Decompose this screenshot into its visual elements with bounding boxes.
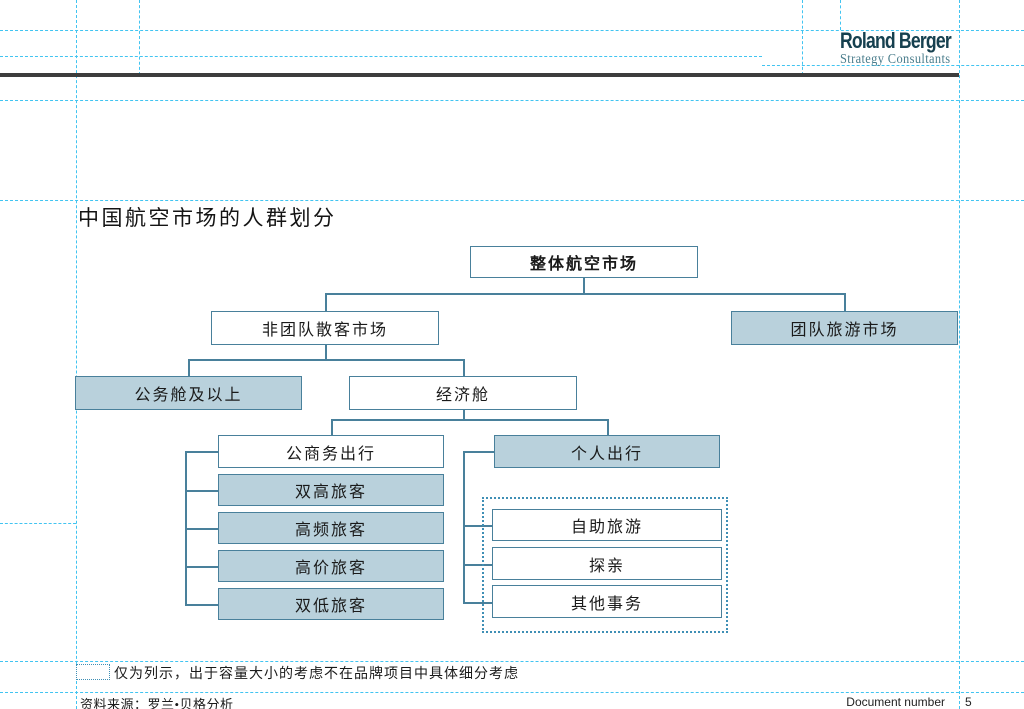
roland-berger-logo: Roland Berger Strategy Consultants xyxy=(840,28,1024,67)
connector-line xyxy=(325,293,845,295)
connector-line xyxy=(325,345,327,361)
node-label: 高价旅客 xyxy=(294,560,367,577)
connector-line xyxy=(185,490,218,492)
node-segment-visit-family: 探亲 xyxy=(492,547,722,580)
node-economy-class: 经济舱 xyxy=(349,376,577,410)
node-personal-travel: 个人出行 xyxy=(494,435,720,468)
node-label: 探亲 xyxy=(588,557,625,575)
connector-line xyxy=(607,419,609,435)
connector-line xyxy=(463,602,492,604)
connector-line xyxy=(463,451,494,453)
node-business-travel: 公商务出行 xyxy=(218,435,444,468)
guide-line-horizontal xyxy=(0,56,762,57)
guide-line-vertical xyxy=(840,0,841,30)
node-segment-double-low: 双低旅客 xyxy=(218,588,444,620)
connector-line xyxy=(463,525,492,527)
connector-line xyxy=(463,451,465,604)
connector-line xyxy=(185,604,218,606)
connector-line xyxy=(463,410,465,421)
guide-line-horizontal xyxy=(0,661,1024,662)
node-segment-double-high: 双高旅客 xyxy=(218,474,444,506)
guide-line-horizontal xyxy=(0,200,1024,201)
guide-line-horizontal xyxy=(0,523,76,524)
node-label: 公商务出行 xyxy=(285,445,376,463)
node-label: 高频旅客 xyxy=(294,522,367,539)
connector-line xyxy=(185,528,218,530)
connector-line xyxy=(583,278,585,294)
logo-tagline: Strategy Consultants xyxy=(840,51,951,67)
connector-line xyxy=(325,293,327,311)
header-divider-rule xyxy=(0,73,959,77)
node-label: 双高旅客 xyxy=(294,484,367,501)
connector-line xyxy=(188,359,464,361)
node-label: 整体航空市场 xyxy=(529,256,638,273)
connector-line xyxy=(331,419,333,435)
page-title: 中国航空市场的人群划分 xyxy=(78,206,337,230)
node-total-aviation-market: 整体航空市场 xyxy=(470,246,698,278)
guide-line-vertical xyxy=(76,0,77,709)
footer-document-number-label: Document number xyxy=(846,695,945,709)
connector-line xyxy=(185,566,218,568)
legend-dashed-box-icon xyxy=(76,664,110,680)
node-label: 双低旅客 xyxy=(294,598,367,615)
node-segment-other-affairs: 其他事务 xyxy=(492,585,722,618)
node-segment-high-frequency: 高频旅客 xyxy=(218,512,444,544)
node-segment-self-travel: 自助旅游 xyxy=(492,509,722,541)
guide-line-horizontal xyxy=(0,30,1024,31)
node-label: 公务舱及以上 xyxy=(134,387,243,404)
guide-line-horizontal xyxy=(762,65,1024,66)
connector-line xyxy=(188,359,190,376)
footer-source-note: 资料来源：罗兰•贝格分析 xyxy=(80,697,234,709)
logo-wordmark: Roland Berger xyxy=(840,28,952,53)
connector-line xyxy=(463,359,465,376)
guide-line-vertical xyxy=(959,0,960,709)
node-non-group-market: 非团队散客市场 xyxy=(211,311,439,345)
connector-line xyxy=(331,419,608,421)
footer-page-number: 5 xyxy=(965,695,972,709)
node-label: 非团队散客市场 xyxy=(261,322,388,339)
guide-line-horizontal xyxy=(0,692,1024,693)
legend-note: 仅为列示，出于容量大小的考虑不在品牌项目中具体细分考虑 xyxy=(114,667,519,682)
node-label: 个人出行 xyxy=(570,445,643,463)
guide-line-vertical xyxy=(802,0,803,75)
node-business-class-plus: 公务舱及以上 xyxy=(75,376,302,410)
connector-line xyxy=(844,293,846,311)
guide-line-vertical xyxy=(139,0,140,75)
connector-line xyxy=(463,564,492,566)
guide-line-horizontal xyxy=(0,100,1024,101)
dashed-group-container xyxy=(482,497,728,633)
node-label: 其他事务 xyxy=(570,595,643,613)
node-group-travel-market: 团队旅游市场 xyxy=(731,311,958,345)
node-label: 经济舱 xyxy=(435,387,490,404)
node-segment-high-price: 高价旅客 xyxy=(218,550,444,582)
connector-line xyxy=(185,451,218,453)
node-label: 自助旅游 xyxy=(570,519,643,536)
node-label: 团队旅游市场 xyxy=(790,322,899,339)
